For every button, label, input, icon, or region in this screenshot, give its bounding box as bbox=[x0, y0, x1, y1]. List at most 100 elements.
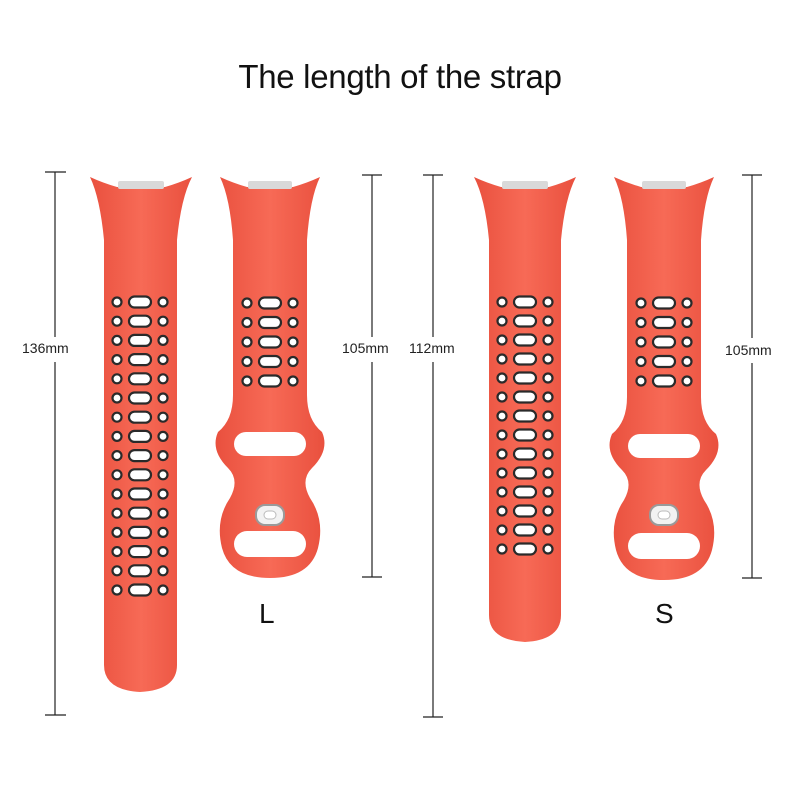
vent-dot bbox=[287, 316, 299, 329]
vent-dot bbox=[241, 336, 253, 348]
vent-hole bbox=[651, 315, 677, 330]
vent-hole bbox=[651, 296, 677, 310]
vent-dot bbox=[496, 353, 508, 365]
vent-dot bbox=[542, 353, 554, 365]
vent-dot bbox=[542, 467, 554, 479]
vent-hole bbox=[257, 315, 283, 330]
vent-dot bbox=[496, 391, 508, 403]
vent-hole bbox=[257, 296, 283, 310]
vent-dot bbox=[496, 467, 508, 479]
vent-dot bbox=[496, 429, 508, 441]
vent-dot bbox=[496, 410, 508, 422]
vent-dot bbox=[542, 391, 554, 403]
s-short-strap bbox=[609, 177, 719, 580]
vent-hole bbox=[257, 335, 283, 349]
s-long-holes bbox=[496, 295, 554, 556]
l-short-connector bbox=[248, 181, 292, 189]
vent-dot bbox=[542, 543, 554, 555]
l-short-length-label: 105mm bbox=[342, 340, 389, 356]
l-long-holes bbox=[111, 295, 169, 597]
vent-hole bbox=[127, 564, 153, 578]
vent-dot bbox=[241, 316, 253, 329]
vent-dot bbox=[111, 334, 123, 346]
vent-dot bbox=[496, 543, 508, 555]
vent-hole bbox=[257, 354, 283, 369]
l-keeper-loop bbox=[234, 432, 306, 456]
vent-dot bbox=[111, 545, 123, 558]
vent-hole bbox=[127, 487, 153, 501]
vent-hole bbox=[512, 542, 538, 556]
vent-dot bbox=[496, 372, 508, 384]
vent-dot bbox=[157, 469, 169, 481]
l-short-strap bbox=[215, 177, 325, 578]
vent-dot bbox=[681, 316, 693, 329]
vent-dot bbox=[542, 429, 554, 441]
vent-dot bbox=[287, 336, 299, 348]
vent-dot bbox=[111, 469, 123, 481]
s-short-length-label: 105mm bbox=[725, 342, 772, 358]
vent-hole bbox=[512, 523, 538, 537]
vent-dot bbox=[542, 410, 554, 422]
vent-hole bbox=[127, 314, 153, 328]
vent-dot bbox=[287, 375, 299, 387]
vent-dot bbox=[496, 524, 508, 536]
vent-dot bbox=[111, 488, 123, 500]
vent-dot bbox=[157, 488, 169, 500]
vent-dot bbox=[157, 430, 169, 442]
vent-hole bbox=[127, 429, 153, 443]
vent-hole bbox=[512, 485, 538, 499]
vent-hole bbox=[127, 583, 153, 597]
vent-dot bbox=[496, 315, 508, 327]
vent-hole bbox=[127, 525, 153, 540]
vent-hole bbox=[127, 468, 153, 482]
vent-dot bbox=[681, 375, 693, 387]
vent-dot bbox=[157, 354, 169, 366]
vent-dot bbox=[157, 545, 169, 558]
vent-dot bbox=[241, 375, 253, 387]
vent-dot bbox=[635, 316, 647, 329]
vent-dot bbox=[542, 524, 554, 536]
l-long-strap bbox=[90, 177, 192, 692]
s-long-strap bbox=[474, 177, 576, 642]
vent-dot bbox=[496, 505, 508, 517]
vent-hole bbox=[127, 391, 153, 405]
vent-dot bbox=[157, 526, 169, 539]
vent-dot bbox=[111, 392, 123, 404]
l-long-connector bbox=[118, 181, 164, 189]
vent-hole bbox=[127, 295, 153, 309]
vent-dot bbox=[681, 355, 693, 368]
vent-hole bbox=[512, 314, 538, 328]
vent-dot bbox=[542, 315, 554, 327]
vent-dot bbox=[111, 507, 123, 519]
vent-hole bbox=[127, 410, 153, 424]
vent-dot bbox=[111, 354, 123, 366]
vent-hole bbox=[512, 466, 538, 480]
vent-dot bbox=[111, 584, 123, 596]
vent-dot bbox=[157, 296, 169, 308]
vent-dot bbox=[157, 450, 169, 462]
dimension-lines bbox=[45, 171, 762, 718]
s-long-connector bbox=[502, 181, 548, 189]
vent-hole bbox=[512, 371, 538, 385]
vent-hole bbox=[257, 374, 283, 388]
vent-dot bbox=[157, 392, 169, 404]
vent-hole bbox=[512, 390, 538, 404]
s-short-connector bbox=[642, 181, 686, 189]
vent-dot bbox=[287, 297, 299, 309]
l-long-length-label: 136mm bbox=[22, 340, 69, 356]
vent-dot bbox=[111, 373, 123, 385]
vent-dot bbox=[287, 355, 299, 368]
vent-hole bbox=[512, 295, 538, 309]
vent-hole bbox=[512, 409, 538, 423]
vent-hole bbox=[127, 353, 153, 367]
vent-dot bbox=[111, 565, 123, 577]
vent-dot bbox=[241, 297, 253, 309]
vent-dot bbox=[681, 297, 693, 309]
vent-dot bbox=[635, 297, 647, 309]
vent-dot bbox=[496, 448, 508, 460]
s-keeper-loop bbox=[628, 434, 700, 458]
vent-dot bbox=[542, 296, 554, 308]
vent-dot bbox=[111, 296, 123, 308]
vent-dot bbox=[111, 450, 123, 462]
vent-dot bbox=[157, 507, 169, 519]
